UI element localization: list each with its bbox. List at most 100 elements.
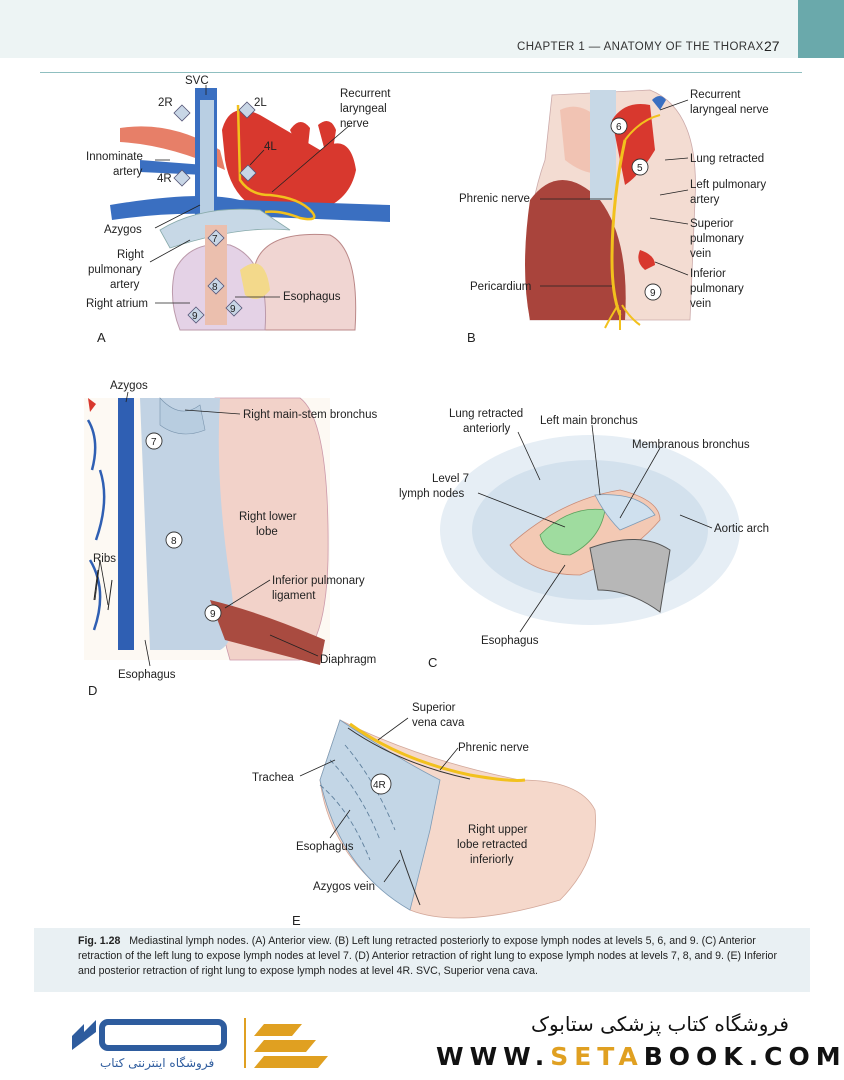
label-right-main-stem: Right main-stem bronchus xyxy=(243,409,377,421)
label-pericardium: Pericardium xyxy=(470,281,531,293)
label-diaphragm: Diaphragm xyxy=(320,654,376,666)
url-highlight: SETA xyxy=(550,1042,644,1071)
label-right-pulmonary-3: artery xyxy=(110,279,140,291)
label-azygos-d: Azygos xyxy=(110,380,148,392)
panel-e-node-markers: 4R xyxy=(370,773,392,795)
url-suffix: BOOK.COM xyxy=(643,1042,844,1071)
label-left-main-bronchus: Left main bronchus xyxy=(540,415,638,427)
label-right-upper-3: inferiorly xyxy=(470,854,514,866)
label-aortic-arch: Aortic arch xyxy=(714,523,769,535)
page-header-band xyxy=(0,0,844,58)
caption-fig-label: Fig. 1.28 xyxy=(78,935,121,947)
label-right-pulmonary-1: Right xyxy=(117,249,145,261)
caption-text: Mediastinal lymph nodes. (A) Anterior vi… xyxy=(78,935,777,977)
store-url-link[interactable]: WWW.SETABOOK.COM xyxy=(436,1042,844,1071)
label-membranous: Membranous bronchus xyxy=(632,439,750,451)
caption-box xyxy=(34,928,810,992)
panel-c-illustration xyxy=(440,435,740,625)
chapter-tab xyxy=(798,0,844,58)
label-right-lower-lobe-2: lobe xyxy=(256,526,278,538)
panel-d-leader-lines xyxy=(125,391,319,667)
panel-c-letter: C xyxy=(428,655,437,670)
label-inferior-lig-1: Inferior pulmonary xyxy=(272,575,365,587)
panel-d-letter: D xyxy=(88,683,97,698)
panel-d-illustration xyxy=(84,397,330,665)
label-recurrent-a-3: nerve xyxy=(340,118,369,130)
label-left-pulmonary-1: Left pulmonary xyxy=(690,179,766,191)
label-azygos-vein-e: Azygos vein xyxy=(313,881,375,893)
logo-caption: فروشگاه اینترنتی کتاب xyxy=(100,1056,215,1070)
label-svc: SVC xyxy=(185,75,209,87)
panel-e-leader-lines xyxy=(299,717,459,883)
node-9-d: 9 xyxy=(210,609,216,620)
label-inferior-pulm-2: pulmonary xyxy=(690,283,744,295)
label-svc-e-1: Superior xyxy=(412,702,456,714)
panel-c-leader-lines xyxy=(477,424,713,633)
label-right-upper-2: lobe retracted xyxy=(457,839,527,851)
panel-a-labels xyxy=(149,85,351,304)
panel-e-letter: E xyxy=(292,913,301,928)
store-name: فروشگاه کتاب پزشکی ستابوک xyxy=(531,1012,789,1036)
label-superior-pulm-3: vein xyxy=(690,248,711,260)
node-8-d: 8 xyxy=(171,536,177,547)
label-right-pulmonary-2: pulmonary xyxy=(88,264,142,276)
label-innominate-1: Innominate xyxy=(86,151,143,163)
label-esophagus-c: Esophagus xyxy=(481,635,539,647)
node-9a-a: 9 xyxy=(192,311,198,322)
label-lung-retracted-c-2: anteriorly xyxy=(463,423,511,435)
label-superior-pulm-2: pulmonary xyxy=(690,233,744,245)
figure-caption: Fig. 1.28 Mediastinal lymph nodes. (A) A… xyxy=(78,934,790,979)
panel-b-letter: B xyxy=(467,330,476,345)
logo-divider xyxy=(244,1018,246,1068)
label-inferior-lig-2: ligament xyxy=(272,590,316,602)
node-7-d: 7 xyxy=(151,437,157,448)
panel-b-node-markers: 6 5 9 xyxy=(610,117,662,301)
label-4r: 4R xyxy=(157,173,172,185)
label-level7-2: lymph nodes xyxy=(399,488,464,500)
header-rule xyxy=(40,72,802,73)
label-left-pulmonary-2: artery xyxy=(690,194,720,206)
label-2l: 2L xyxy=(254,97,267,109)
label-recurrent-a-2: laryngeal xyxy=(340,103,387,115)
setabook-logo: فروشگاه اینترنتی کتاب xyxy=(66,1010,336,1072)
label-recurrent-b-2: laryngeal nerve xyxy=(690,104,769,116)
footer-banner xyxy=(0,1000,844,1080)
node-7-a: 7 xyxy=(212,234,218,245)
label-2r: 2R xyxy=(158,97,173,109)
label-right-atrium: Right atrium xyxy=(86,298,148,310)
label-azygos-a: Azygos xyxy=(104,224,142,236)
node-5-b: 5 xyxy=(637,163,643,174)
label-svc-e-2: vena cava xyxy=(412,717,465,729)
label-superior-pulm-1: Superior xyxy=(690,218,734,230)
label-lung-retracted-c-1: Lung retracted xyxy=(449,408,523,420)
label-innominate-2: artery xyxy=(113,166,143,178)
label-recurrent-b-1: Recurrent xyxy=(690,89,741,101)
label-inferior-pulm-1: Inferior xyxy=(690,268,726,280)
label-inferior-pulm-3: vein xyxy=(690,298,711,310)
panel-a-node-markers: 7 8 9 9 xyxy=(187,229,243,324)
figure-illustrations: 7 8 9 9 SVC 2R 2L 4L 4R Recurrent laryng… xyxy=(84,75,769,928)
label-level7-1: Level 7 xyxy=(432,473,469,485)
label-right-upper-1: Right upper xyxy=(468,824,528,836)
panel-b-illustration xyxy=(525,89,696,330)
logo-mark-icon xyxy=(72,1019,328,1068)
panel-d-node-markers: 7 8 9 xyxy=(145,432,222,622)
node-4r-e: 4R xyxy=(373,780,386,791)
label-recurrent-a-1: Recurrent xyxy=(340,88,391,100)
label-lung-retracted-b: Lung retracted xyxy=(690,153,764,165)
node-9b-a: 9 xyxy=(230,304,236,315)
panel-a-letter: A xyxy=(97,330,106,345)
url-prefix: WWW. xyxy=(436,1042,551,1071)
panel-b-leader-lines xyxy=(540,99,689,287)
label-phrenic-e: Phrenic nerve xyxy=(458,742,529,754)
label-right-lower-lobe-1: Right lower xyxy=(239,511,297,523)
label-esophagus-d: Esophagus xyxy=(118,669,176,681)
label-ribs: Ribs xyxy=(93,553,116,565)
running-head: CHAPTER 1 — ANATOMY OF THE THORAX xyxy=(517,41,764,53)
label-trachea: Trachea xyxy=(252,772,294,784)
label-esophagus-e: Esophagus xyxy=(296,841,354,853)
node-9-b: 9 xyxy=(650,288,656,299)
label-phrenic-b: Phrenic nerve xyxy=(459,193,530,205)
label-4l: 4L xyxy=(264,141,277,153)
label-esophagus-a: Esophagus xyxy=(283,291,341,303)
